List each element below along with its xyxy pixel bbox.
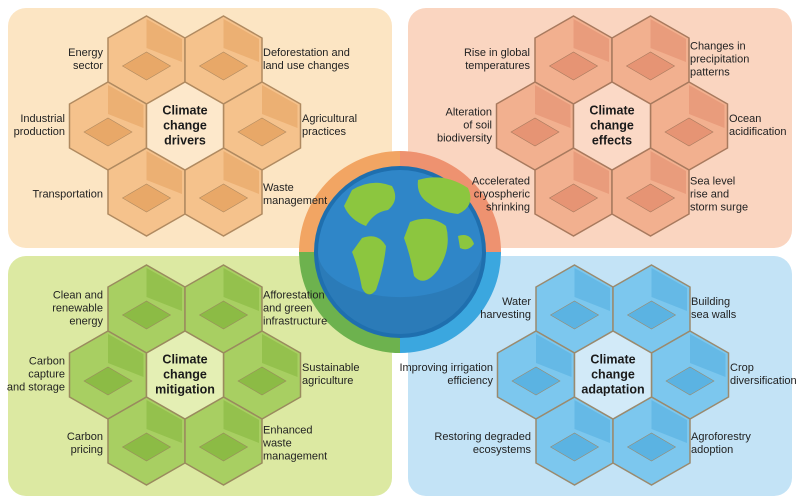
hex-tile <box>650 330 730 420</box>
tile-label: Afforestation and green infrastructure <box>263 289 328 328</box>
tile-label: Agricultural practices <box>302 113 358 138</box>
tile-label: Restoring degraded ecosystems <box>434 431 531 456</box>
hex-tile <box>107 147 186 237</box>
soil-worms-icon <box>510 117 560 147</box>
hex-tile <box>612 264 691 354</box>
road-intersection-icon <box>121 183 172 213</box>
tile-label: Sea level rise and storm surge <box>690 175 749 214</box>
tile-label: Crop diversification <box>730 362 797 387</box>
center-hex <box>573 330 653 420</box>
hex-tile <box>184 147 263 237</box>
continent <box>458 235 474 250</box>
planting-people-icon <box>549 432 600 462</box>
cluster-title-effects: Climate change effects <box>589 103 635 148</box>
tornado-wave-icon <box>625 183 676 213</box>
center-hex <box>145 330 225 420</box>
tile-label: Waste management <box>263 182 328 207</box>
tile-label: Alteration of soil biodiversity <box>436 106 492 145</box>
cows-icon <box>237 117 287 147</box>
ocean-water-icon <box>664 117 714 147</box>
continent <box>404 218 448 281</box>
tile-label: Accelerated cryospheric shrinking <box>471 175 530 214</box>
factory-icon <box>83 117 133 147</box>
hex-tile <box>107 264 186 354</box>
carbon-capture-icon <box>83 366 133 396</box>
cluster-title-drivers: Climate change drivers <box>162 103 208 148</box>
thermometer-dry-tree-icon <box>548 51 599 81</box>
tree-stumps-icon <box>198 51 249 81</box>
tile-label: Sustainable agriculture <box>302 362 360 387</box>
hex-cluster-adaptation <box>496 264 730 486</box>
hex-tile <box>496 330 576 420</box>
tile-label: Improving irrigation efficiency <box>399 362 493 387</box>
green-building-icon <box>198 300 249 330</box>
center-hex <box>572 81 652 171</box>
scale-icon <box>121 432 172 462</box>
hex-cluster-drivers <box>68 15 302 237</box>
tile-label: Agroforestry adoption <box>691 431 751 456</box>
recycling-plant-icon <box>198 432 249 462</box>
hex-tile <box>534 147 613 237</box>
crops-icon <box>665 366 715 396</box>
oil-pump-icon <box>121 51 172 81</box>
hex-tile <box>107 396 186 486</box>
tile-label: Water harvesting <box>480 296 531 321</box>
continent <box>352 236 386 295</box>
iceberg-icon <box>548 183 599 213</box>
tile-label: Transportation <box>32 188 103 201</box>
greenhouse-farm-icon <box>237 366 287 396</box>
tile-label: Ocean acidification <box>729 113 787 138</box>
hex-tile <box>68 330 148 420</box>
storm-cloud-icon <box>625 51 676 81</box>
house-pool-icon <box>549 300 600 330</box>
tile-label: Changes in precipitation patterns <box>690 40 750 79</box>
continent <box>344 182 396 226</box>
hex-tile <box>611 15 690 105</box>
tile-label: Energy sector <box>68 47 103 72</box>
center-hex <box>145 81 225 171</box>
sea-wall-icon <box>626 300 677 330</box>
tile-label: Carbon pricing <box>66 431 103 456</box>
hex-tile <box>184 396 263 486</box>
irrigation-icon <box>511 366 561 396</box>
waste-bins-icon <box>198 183 249 213</box>
hex-tile <box>184 15 263 105</box>
tile-label: Deforestation and land use changes <box>263 47 350 72</box>
tile-label: Building sea walls <box>691 296 737 321</box>
tile-label: Industrial production <box>13 113 65 138</box>
hex-cluster-mitigation <box>68 264 302 486</box>
tile-label: Enhanced waste management <box>263 424 328 463</box>
tile-label: Carbon capture and storage <box>6 355 65 394</box>
earth-globe-icon <box>299 151 501 353</box>
hex-tile <box>534 15 613 105</box>
tile-label: Rise in global temperatures <box>463 47 530 72</box>
hex-tile <box>222 81 302 171</box>
cluster-title-adaptation: Climate change adaptation <box>581 352 645 397</box>
cluster-title-mitigation: Climate change mitigation <box>155 352 215 397</box>
hex-tile <box>611 147 690 237</box>
wind-solar-icon <box>121 300 172 330</box>
hex-tile <box>68 81 148 171</box>
tile-label: Clean and renewable energy <box>52 289 103 328</box>
hex-tile <box>184 264 263 354</box>
hex-cluster-effects <box>495 15 729 237</box>
tree-rows-icon <box>626 432 677 462</box>
hex-tile <box>612 396 691 486</box>
continent <box>417 177 471 214</box>
